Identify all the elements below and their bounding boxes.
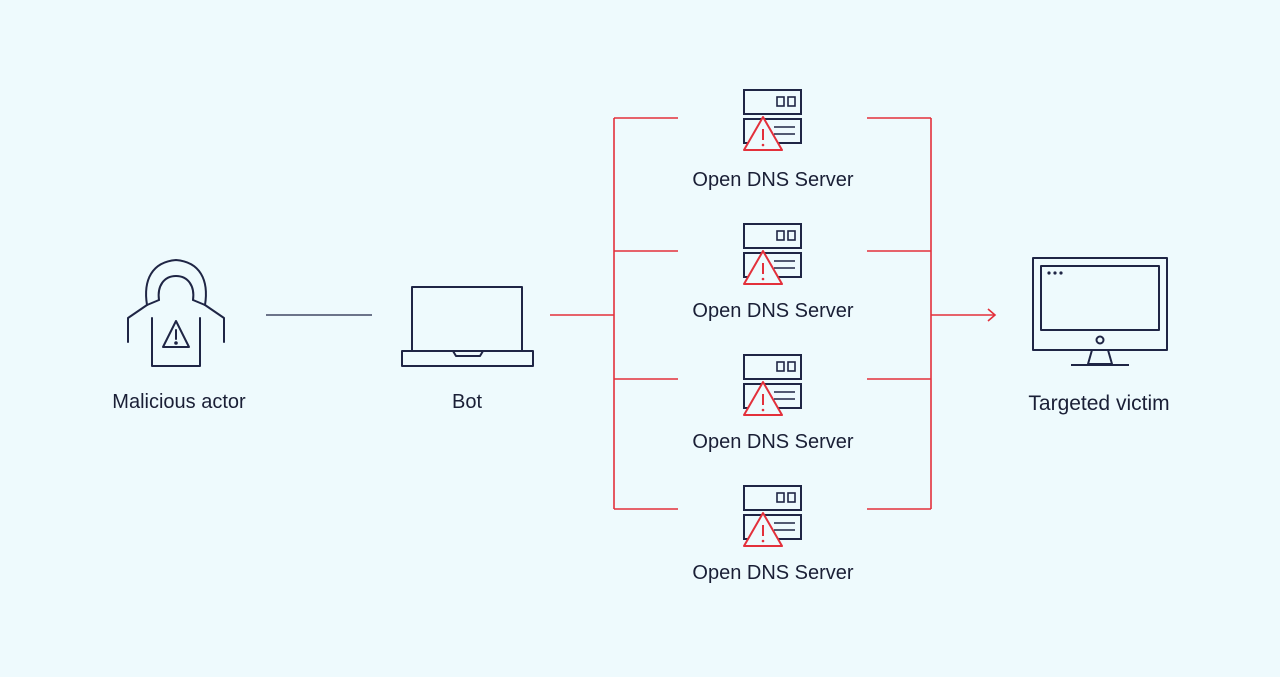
laptop-icon — [401, 286, 534, 367]
monitor-icon — [1032, 257, 1168, 366]
malicious-actor-label: Malicious actor — [112, 391, 246, 413]
targeted-victim-label: Targeted victim — [1028, 392, 1170, 415]
window-dots-icon — [1047, 271, 1063, 275]
dns-server-warning-icon — [743, 89, 802, 151]
dns-server-label: Open DNS Server — [692, 169, 854, 191]
arrowhead-icon — [987, 308, 997, 322]
hooded-hacker-icon — [127, 259, 225, 367]
dns-server-warning-icon — [743, 223, 802, 285]
dns-server-label: Open DNS Server — [692, 562, 854, 584]
bot-to-servers-connector — [550, 117, 678, 510]
servers-to-victim-connector — [867, 117, 994, 510]
dns-server-label: Open DNS Server — [692, 300, 854, 322]
dns-server-warning-icon — [743, 354, 802, 416]
dns-server-warning-icon — [743, 485, 802, 547]
dns-server-label: Open DNS Server — [692, 431, 854, 453]
bot-label: Bot — [451, 391, 483, 413]
